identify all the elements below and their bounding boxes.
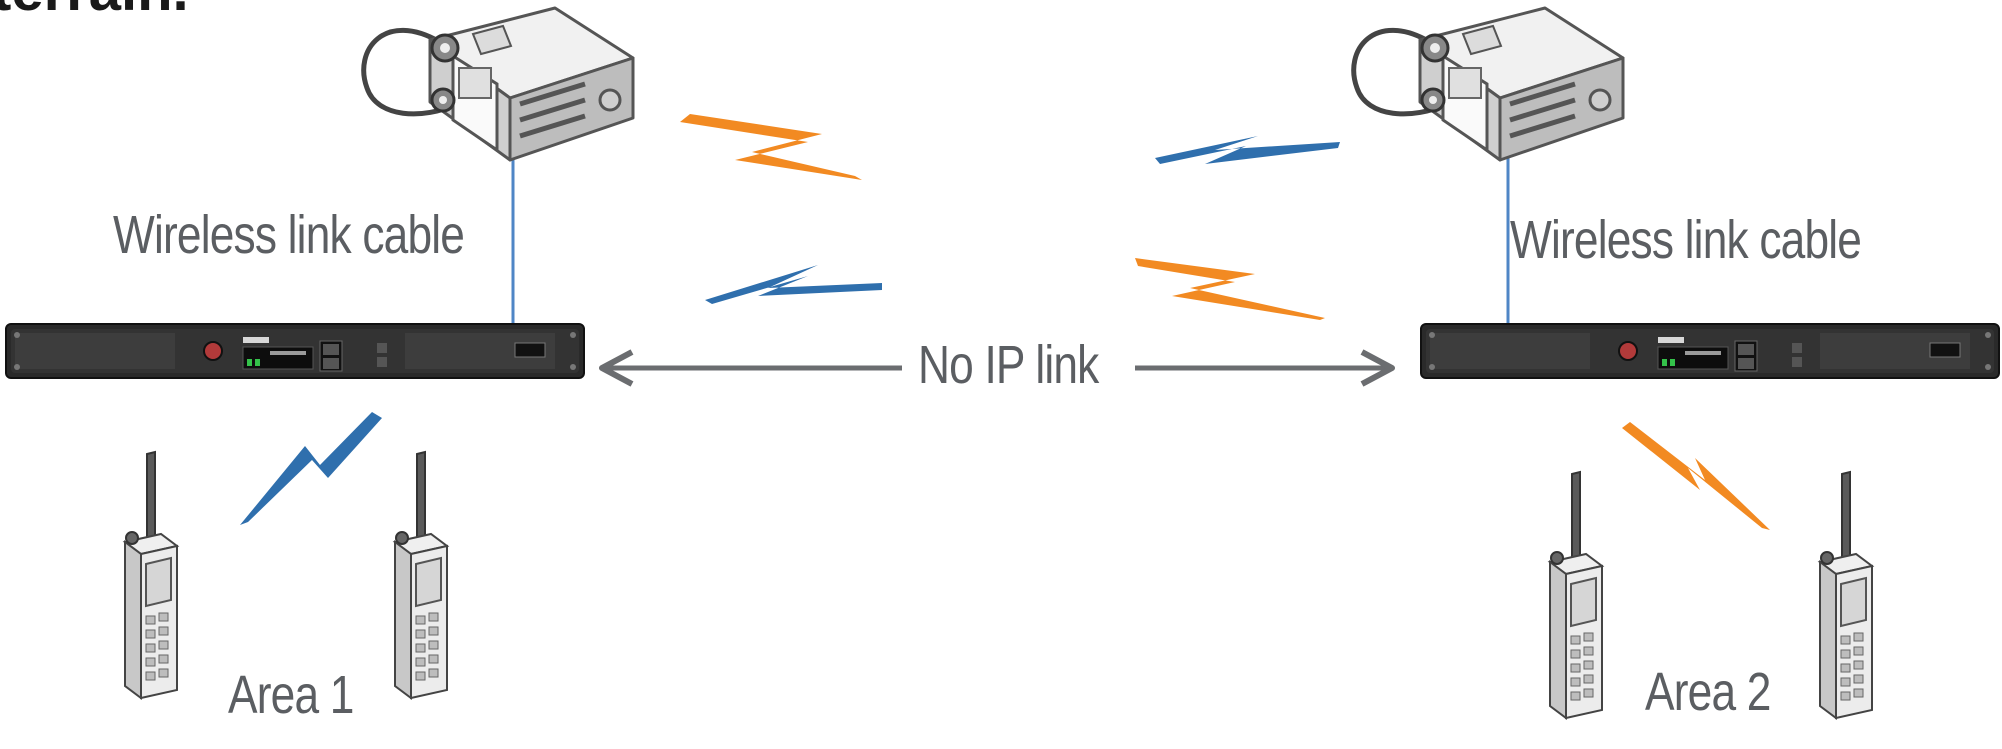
portable-radio-icon-2	[395, 452, 447, 698]
mobile-radio-icon-right	[1354, 8, 1623, 160]
wireless-link-cable-label-left: Wireless link cable	[113, 208, 464, 262]
no-ip-link-label: No IP link	[918, 338, 1098, 392]
lightning-signal-icon-blue-2	[1155, 136, 1340, 164]
lightning-signal-icon-orange-2	[1135, 258, 1325, 320]
portable-radio-icon-4	[1820, 472, 1872, 718]
lightning-signal-icon-orange-3	[1622, 422, 1770, 530]
area-2-label: Area 2	[1645, 665, 1771, 719]
lightning-signal-icon-blue-3	[240, 412, 382, 525]
repeater-icon-left	[6, 324, 584, 378]
lightning-signal-icon-blue-1	[705, 265, 882, 304]
repeater-icon-right	[1421, 324, 1999, 378]
portable-radio-icon-1	[125, 452, 177, 698]
wireless-link-cable-label-right: Wireless link cable	[1510, 213, 1861, 267]
area-1-label: Area 1	[228, 668, 354, 722]
portable-radio-icon-3	[1550, 472, 1602, 718]
mobile-radio-icon-left	[364, 8, 633, 160]
lightning-signal-icon-orange-1	[680, 114, 862, 180]
